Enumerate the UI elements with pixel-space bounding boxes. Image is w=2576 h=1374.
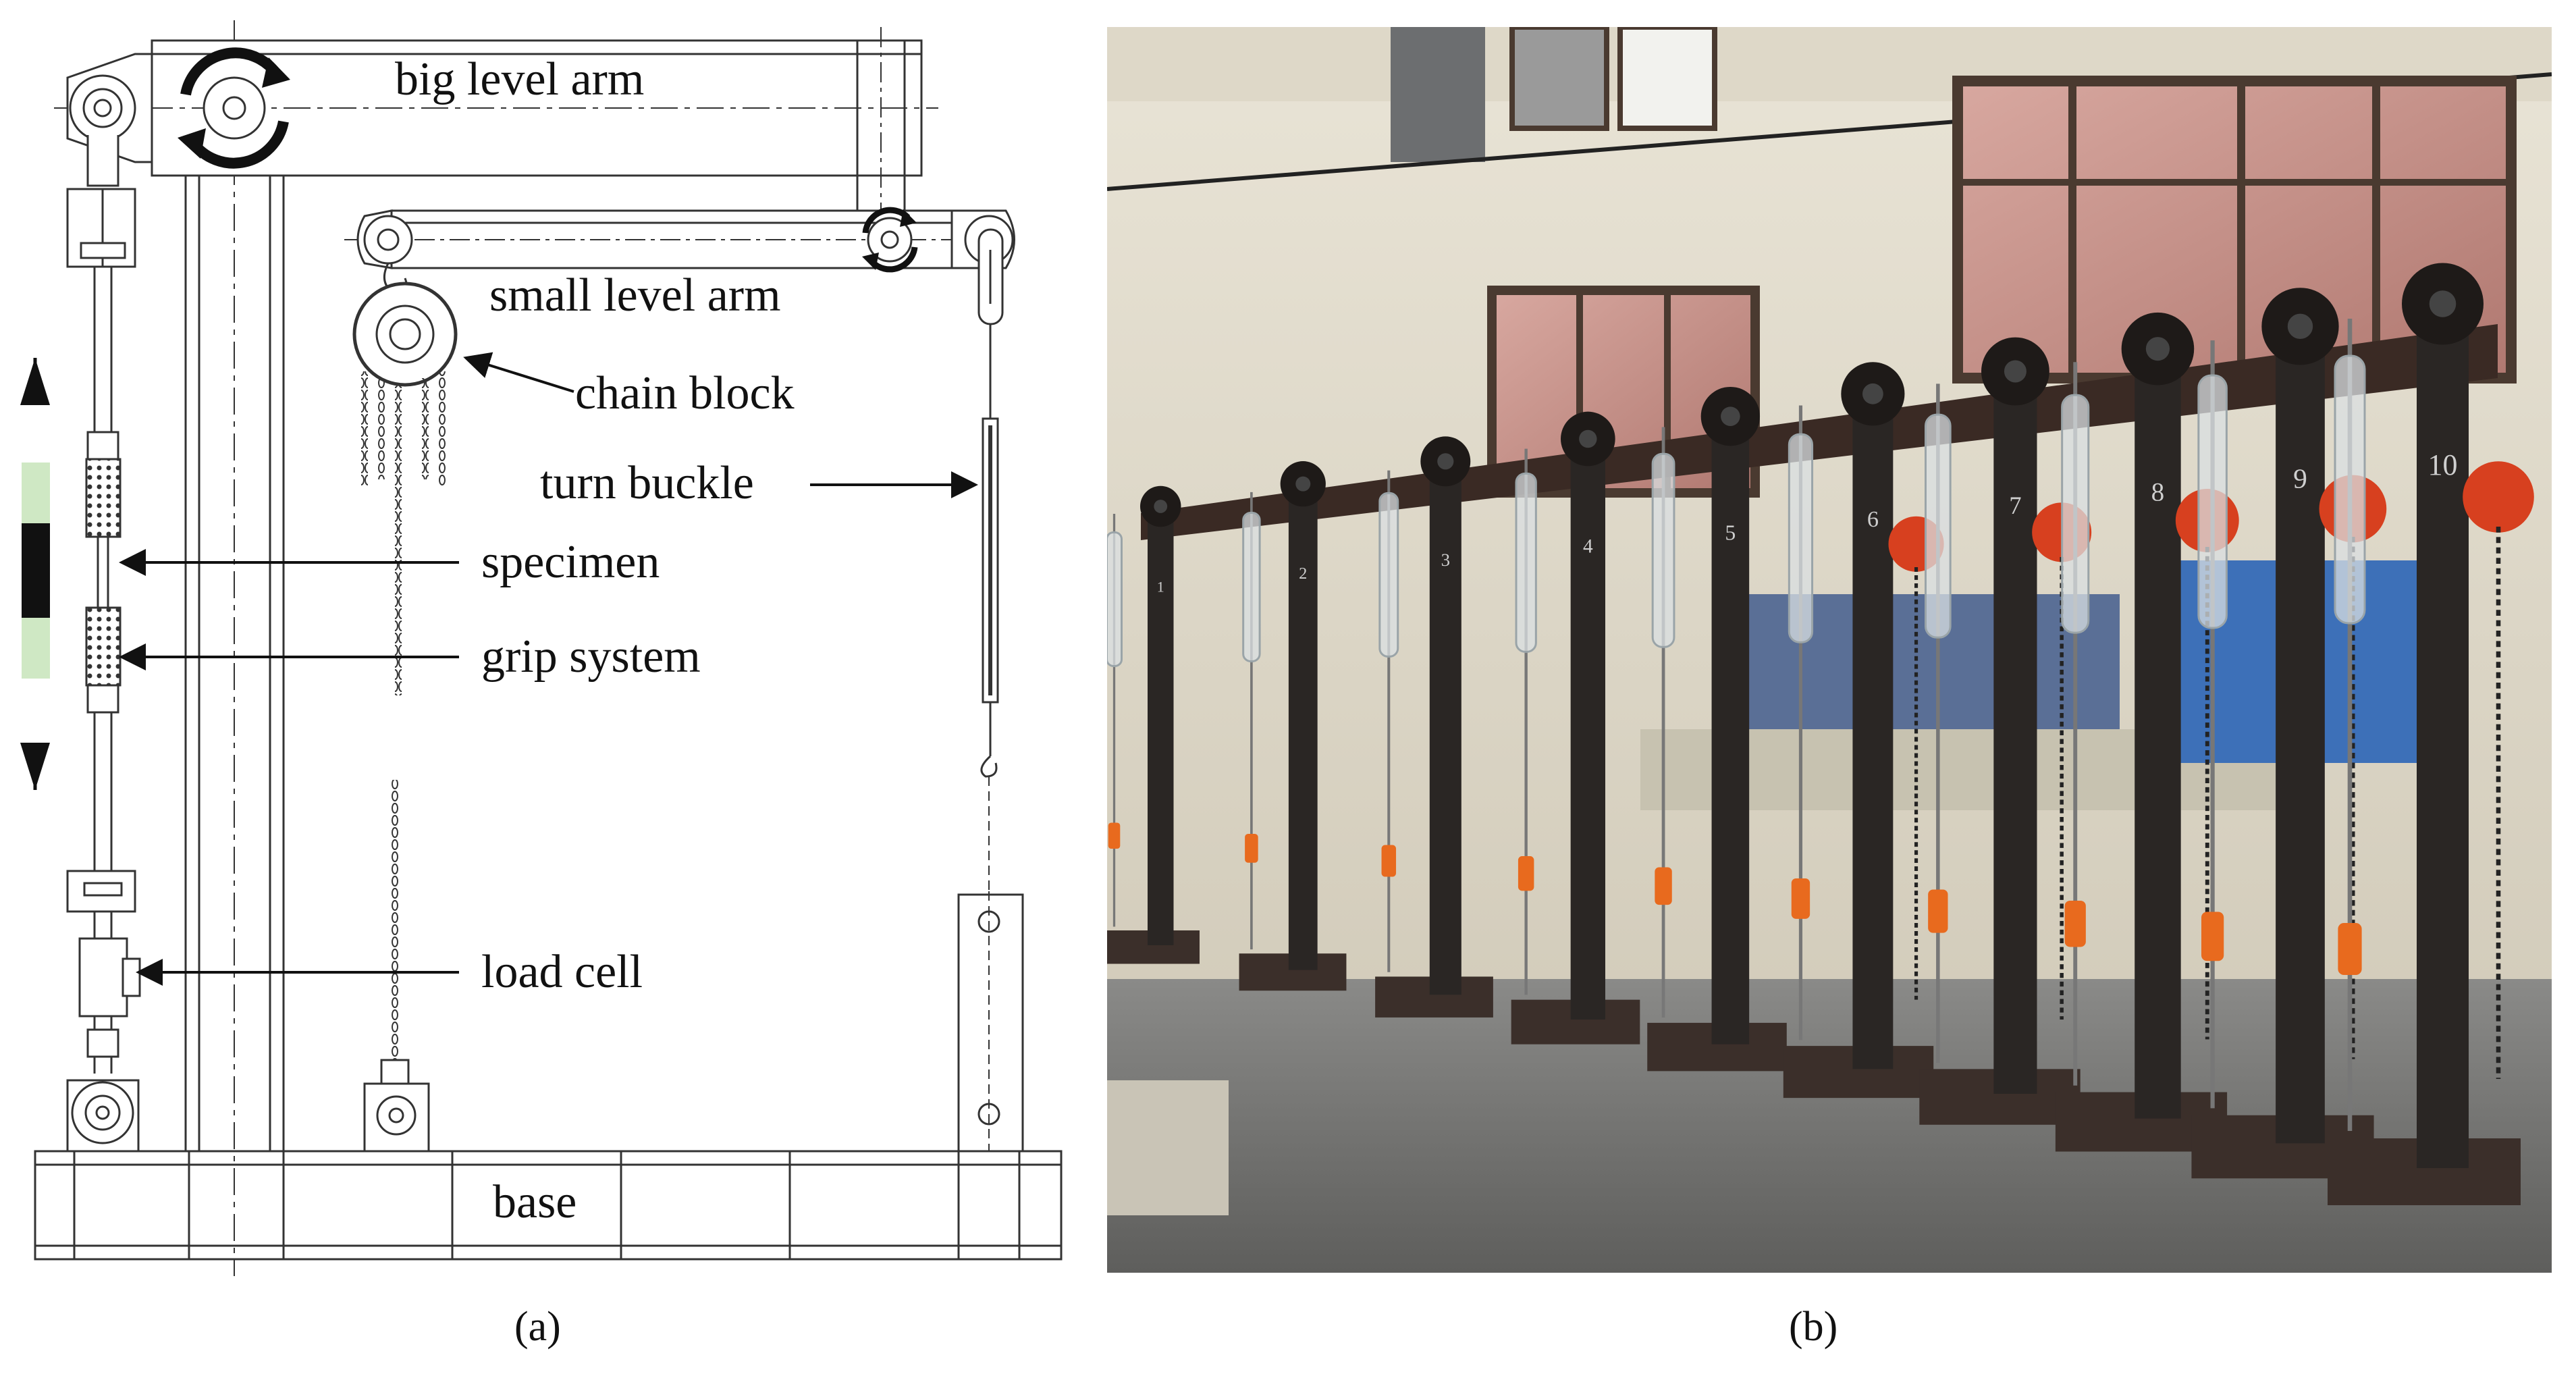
frame-pivot-bolt [2004, 360, 2027, 383]
frame-specimen-tube [2061, 394, 2090, 634]
test-frame-5: 5 [1647, 386, 1787, 1072]
panel-b-photo: 1 2 3 4 5 6 7 8 9 10 [1107, 27, 2552, 1273]
frame-number-label: 9 [2293, 463, 2307, 494]
specimen-bar-top [22, 463, 50, 523]
frame-column [1148, 506, 1174, 945]
frame-specimen-tube [1378, 492, 1399, 658]
test-frames: 1 2 3 4 5 6 7 8 9 10 [1107, 263, 2534, 1205]
test-frame-7: 7 [1919, 337, 2092, 1125]
small-pivot-rotation-icon [862, 207, 918, 273]
frame-column [2417, 304, 2469, 1168]
frame-load-cell [2064, 901, 2086, 947]
caption-a: (a) [514, 1304, 561, 1350]
frame-number-label: 7 [2009, 492, 2021, 519]
grip-system-label: grip system [481, 631, 701, 683]
frame-load-cell [1108, 822, 1121, 849]
frame-column [2276, 326, 2325, 1144]
frame-pivot-bolt [1579, 429, 1597, 448]
frame-load-cell [1245, 834, 1258, 863]
specimen-rod-assembly [66, 135, 141, 1153]
frame-pivot-bolt [2145, 337, 2170, 361]
big-pivot-rotation-icon [178, 47, 290, 169]
turn-buckle-label: turn buckle [540, 457, 754, 509]
frame-specimen-tube [2334, 354, 2366, 625]
frame-load-cell [1518, 856, 1534, 891]
frame-column [1288, 483, 1318, 970]
test-frame-9: 9 [2191, 288, 2387, 1179]
test-frame-4: 4 [1511, 411, 1640, 1045]
frame-column [2135, 348, 2181, 1119]
small-level-arm [344, 209, 1015, 269]
specimen-bar-bottom [22, 618, 50, 679]
frame-specimen-tube [1651, 452, 1675, 648]
specimen-bar-core [22, 523, 50, 618]
test-frame-2: 2 [1239, 461, 1347, 991]
frame-specimen-tube [1242, 511, 1261, 662]
callout-arrows [119, 352, 978, 986]
frame-chain-block [2463, 461, 2534, 533]
base-structure [34, 1150, 1063, 1261]
frame-number-label: 3 [1441, 550, 1450, 570]
turn-buckle [957, 228, 1024, 1153]
frame-pivot-bolt [1295, 476, 1311, 492]
test-frame-1: 1 [1107, 485, 1200, 964]
frame-column [1570, 439, 1605, 1020]
frame-load-cell [2201, 911, 2224, 961]
big-level-arm [54, 27, 938, 243]
frame-number-label: 1 [1157, 579, 1164, 596]
frame-load-cell [1928, 889, 1948, 933]
frame-specimen-tube [1107, 531, 1123, 667]
frame-number-label: 4 [1583, 536, 1593, 558]
main-column [184, 20, 285, 1276]
frame-number-label: 2 [1299, 564, 1307, 583]
load-cell-label: load cell [481, 946, 643, 998]
chain-block-label: chain block [575, 367, 795, 419]
frame-pivot-bolt [1721, 406, 1740, 426]
frame-column [1711, 416, 1750, 1045]
frame-load-cell [1655, 867, 1672, 905]
frame-column [1993, 371, 2037, 1094]
frame-number-label: 8 [2151, 478, 2165, 507]
frame-specimen-tube [1515, 472, 1537, 653]
frame-load-cell [2338, 923, 2362, 975]
frame-pivot-bolt [1862, 383, 1883, 404]
frame-load-cell [1791, 878, 1810, 919]
test-frame-3: 3 [1375, 436, 1493, 1018]
frame-load-cell [1381, 845, 1397, 877]
big-level-arm-label: big level arm [395, 53, 644, 105]
chain-block [352, 263, 458, 1153]
panel-a-schematic [20, 20, 1063, 1276]
frame-pivot-bolt [1437, 453, 1454, 470]
small-level-arm-label: small level arm [489, 269, 781, 321]
base-label: base [493, 1176, 576, 1228]
frame-number-label: 6 [1867, 507, 1879, 532]
frame-column [1852, 394, 1894, 1069]
specimen-label: specimen [481, 536, 660, 588]
frame-specimen-tube [1925, 413, 1952, 639]
frame-pivot-bolt [2287, 313, 2313, 340]
frame-number-label: 10 [2428, 448, 2458, 481]
test-frame-10: 10 [2328, 263, 2534, 1205]
frame-pivot-bolt [2429, 290, 2457, 317]
frame-pivot-bolt [1154, 500, 1168, 513]
loading-direction-arrows [20, 358, 50, 790]
frame-specimen-tube [2197, 374, 2228, 629]
frame-number-label: 5 [1725, 521, 1736, 544]
frame-column [1429, 461, 1461, 995]
frame-specimen-tube [1788, 433, 1814, 643]
caption-b: (b) [1789, 1304, 1837, 1350]
